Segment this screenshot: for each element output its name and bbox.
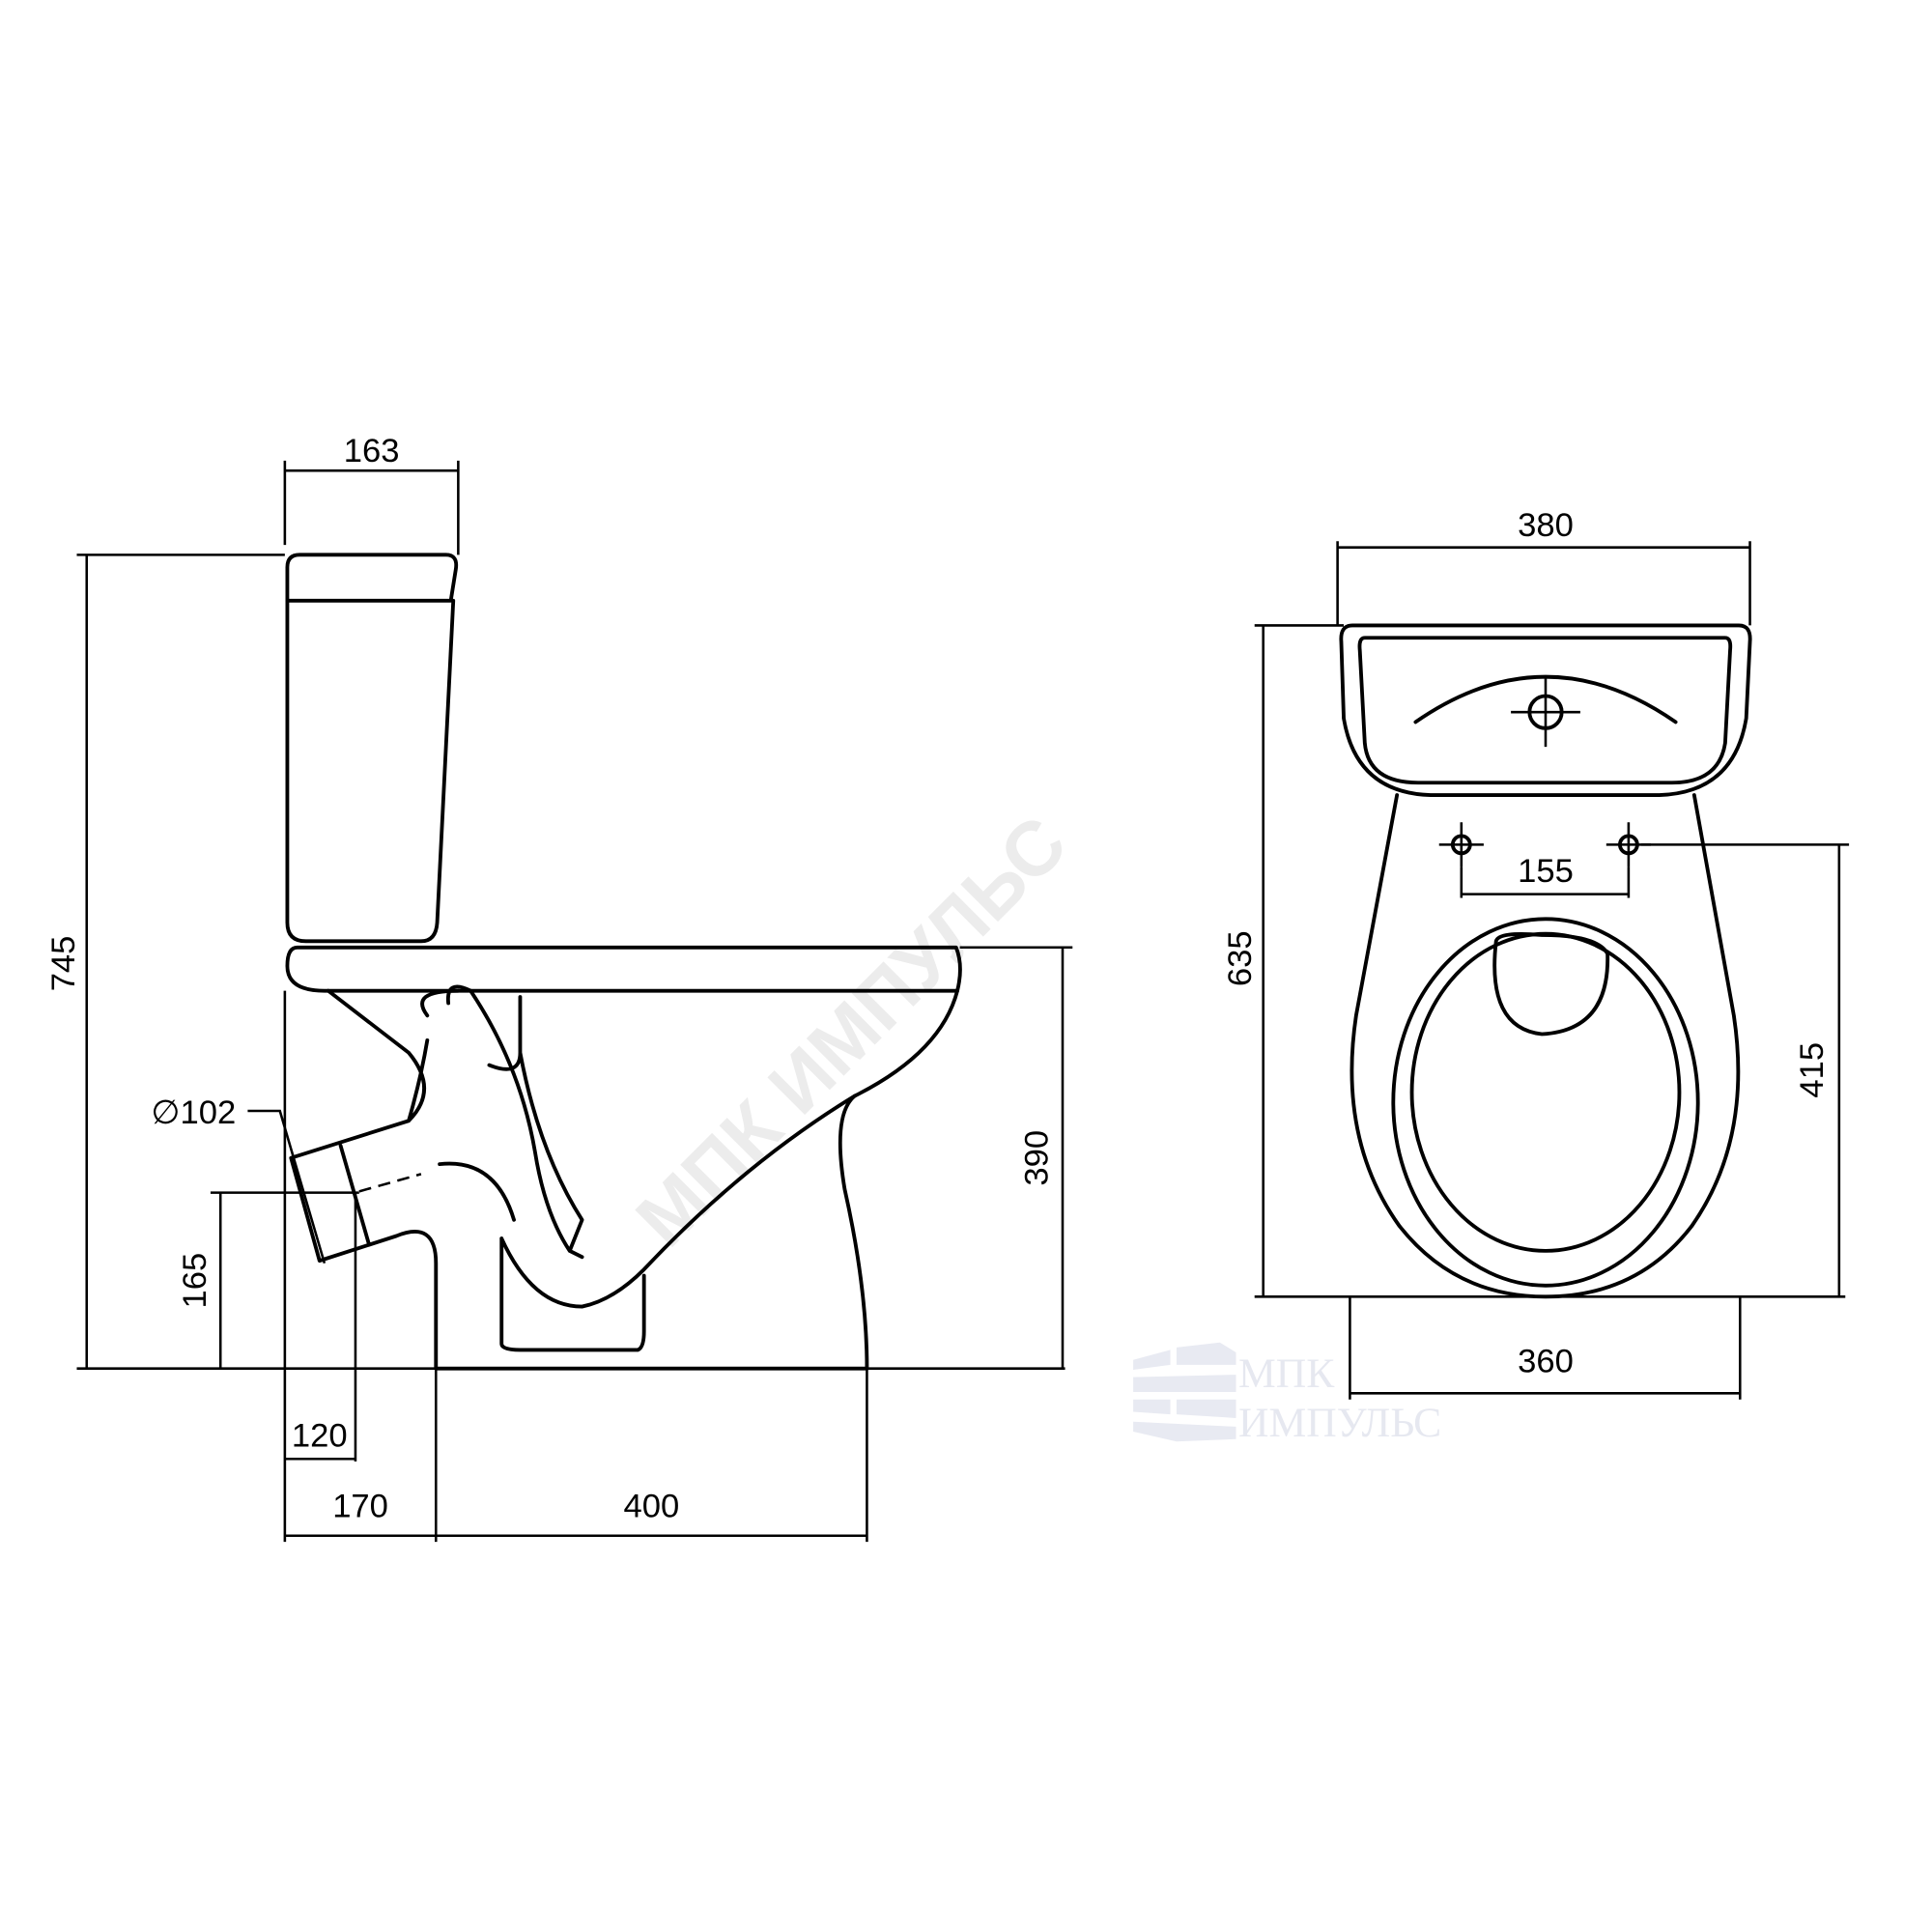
tank-inner [1357,636,1733,785]
bowl-front [838,988,959,1371]
tank-body [285,598,456,944]
company-logo: МПК ИМПУЛЬС [1133,1342,1441,1446]
bowl-rim [285,945,962,993]
outlet-axis [358,1173,422,1193]
tank-lid [285,553,459,603]
seat-outer [1391,917,1700,1288]
dim-total-depth: 635 [1222,930,1259,986]
dim-bolt-to-front: 415 [1794,1042,1831,1098]
front-dimension-lines [1254,541,1850,1400]
dim-tank-depth: 163 [344,433,400,469]
dim-bolt-spacing: 155 [1518,853,1574,890]
seat-inner [1409,931,1682,1253]
rear-body [289,988,439,1371]
trap-channel [420,984,857,1352]
logo-line1: МПК [1238,1350,1335,1397]
side-view: 163 745 390 165 ∅102 120 170 400 [45,433,1073,1543]
dim-tank-width: 380 [1518,507,1574,544]
dim-outlet-diameter: ∅102 [151,1094,236,1131]
bolt-hole-left-icon [1438,822,1484,867]
dim-outlet-height: 165 [177,1253,213,1309]
brick-logo-icon [1133,1342,1236,1442]
front-view: 380 635 155 415 360 [1222,507,1850,1400]
tank-arc [1413,674,1678,724]
flush-button-icon [1511,677,1580,748]
dim-bowl-height: 390 [1019,1130,1056,1186]
dim-base-length: 400 [623,1489,679,1525]
dim-rear-offset: 170 [332,1489,388,1525]
tank-outer [1339,623,1752,798]
logo-line2: ИМПУЛЬС [1238,1400,1441,1446]
dim-outlet-offset: 120 [292,1417,348,1454]
dim-total-height: 745 [45,936,82,992]
diagonal-watermark: МПК ИМПУЛЬС [619,799,1082,1262]
bowl-opening [1492,931,1610,1037]
side-dimension-lines [76,460,1073,1543]
dim-bowl-width: 360 [1518,1344,1574,1380]
